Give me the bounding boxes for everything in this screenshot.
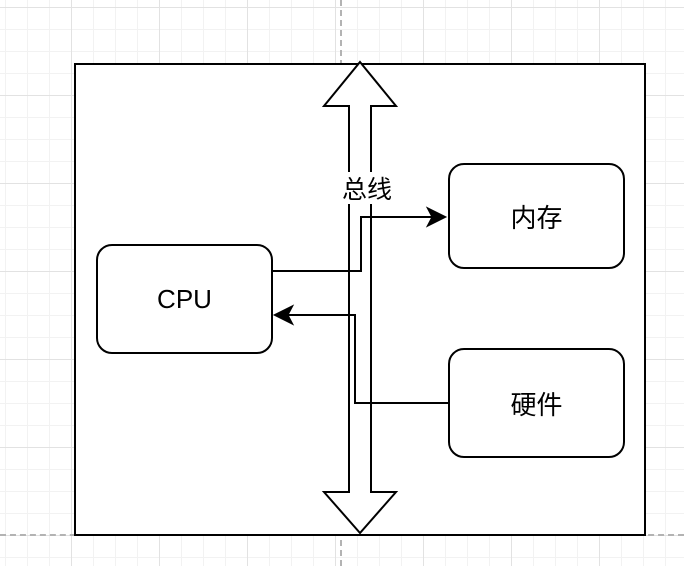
bus-double-arrow[interactable]: [321, 60, 399, 535]
edge-cpu-to-memory-arrowhead: [425, 206, 448, 228]
node-hardware[interactable]: 硬件: [448, 348, 625, 458]
edge-hardware-to-cpu[interactable]: [288, 314, 448, 404]
node-cpu-label: CPU: [157, 283, 212, 314]
node-hardware-label: 硬件: [510, 389, 563, 420]
edge-cpu-to-memory[interactable]: [273, 216, 433, 272]
node-memory[interactable]: 内存: [448, 163, 625, 269]
node-cpu[interactable]: CPU: [96, 244, 273, 354]
bus-label[interactable]: 总线: [334, 172, 400, 204]
edge-hardware-to-cpu-arrowhead: [272, 304, 295, 326]
node-memory-label: 内存: [510, 202, 563, 233]
